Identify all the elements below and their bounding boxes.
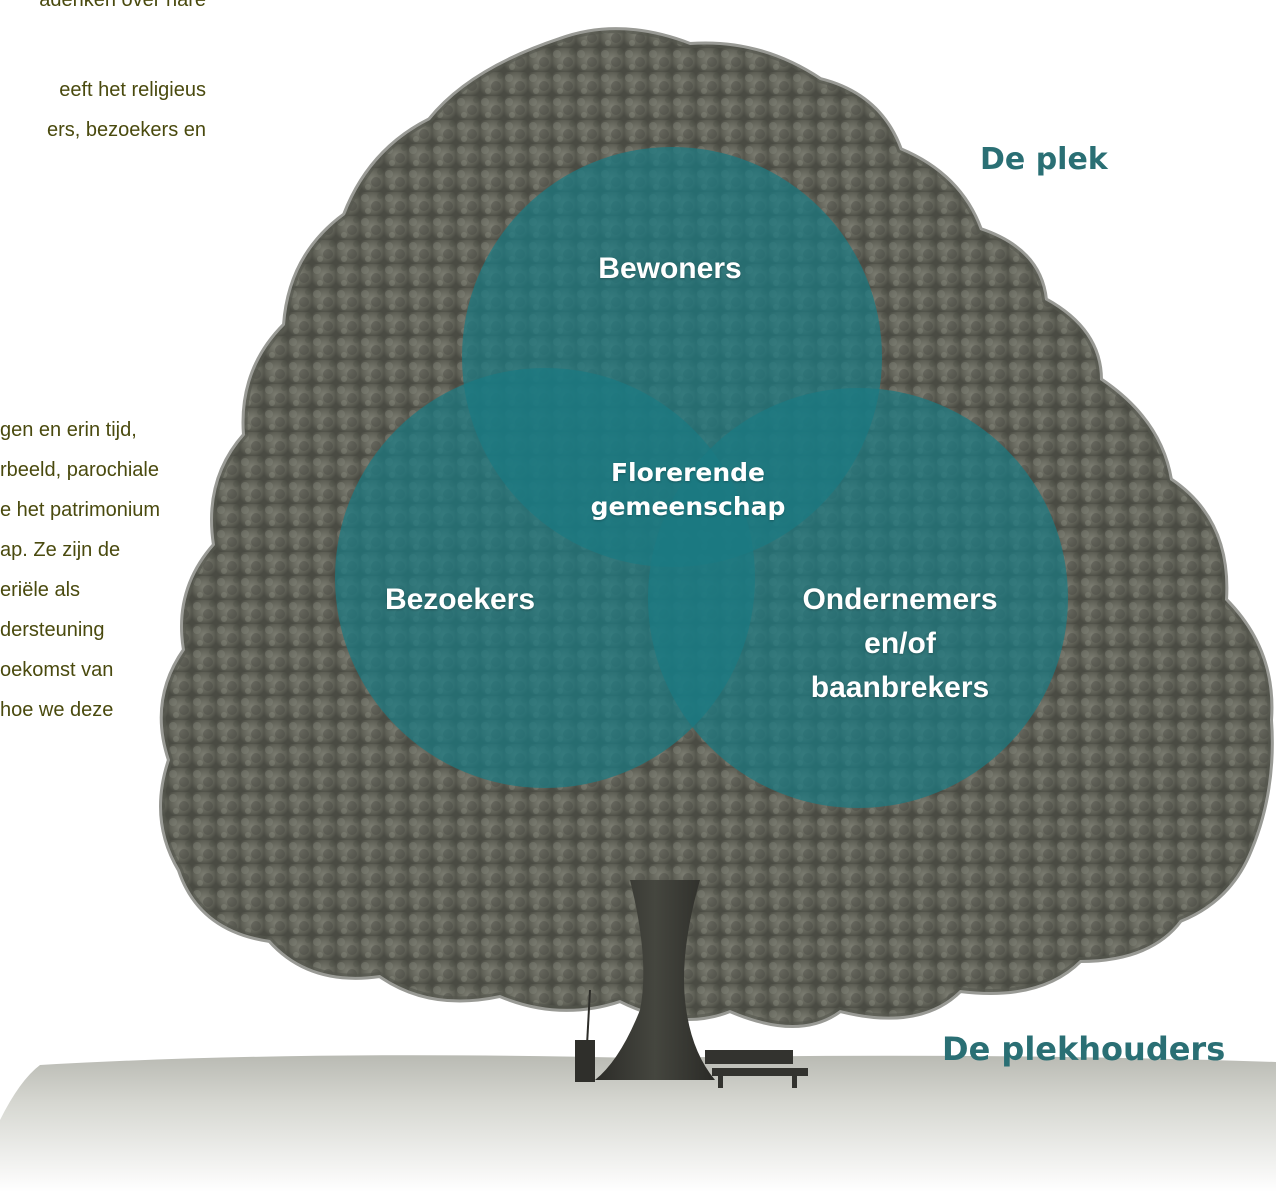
label-bewoners: Bewoners (598, 252, 742, 285)
tree-trunk (595, 880, 715, 1080)
text-line: ap. Ze zijn de (0, 539, 121, 561)
bench (705, 1050, 808, 1088)
ground (0, 1055, 1276, 1192)
label-line: Ondernemers (802, 583, 998, 616)
text-line: gen en erin tijd, (0, 419, 137, 441)
label-bezoekers: Bezoekers (384, 583, 536, 616)
label-de-plek: De plek (980, 142, 1108, 177)
label-ondernemers: Ondernemers en/of baanbrekers (770, 578, 1030, 710)
label-florerende-gemeenschap: Florerende gemeenschap (578, 456, 798, 524)
text-line: hoe we deze (0, 699, 114, 721)
venn-circle-bezoekers (335, 368, 755, 788)
label-line: baanbrekers (810, 671, 990, 704)
label-de-plekhouders: De plekhouders (942, 1030, 1226, 1068)
text-line: eriële als (0, 579, 81, 601)
body-text-paragraph-1: eeft het religieus ers, bezoekers en (0, 70, 206, 150)
text-line: e het patrimonium (0, 499, 161, 521)
text-line: adenken over hare (39, 0, 206, 11)
venn-circle-ondernemers (648, 388, 1068, 808)
text-line: oekomst van (0, 659, 114, 681)
venn-diagram (335, 147, 1068, 808)
text-line: eeft het religieus (59, 79, 206, 101)
text-line: dersteuning (0, 619, 105, 641)
label-line: gemeenschap (590, 492, 786, 521)
text-line: ers, bezoekers en (47, 119, 206, 141)
text-line: rbeeld, parochiale (0, 459, 159, 481)
swing (575, 989, 595, 1082)
body-text-fragment-top: adenken over hare (0, 0, 206, 20)
label-line: Florerende (610, 458, 766, 487)
label-line: en/of (864, 627, 936, 660)
